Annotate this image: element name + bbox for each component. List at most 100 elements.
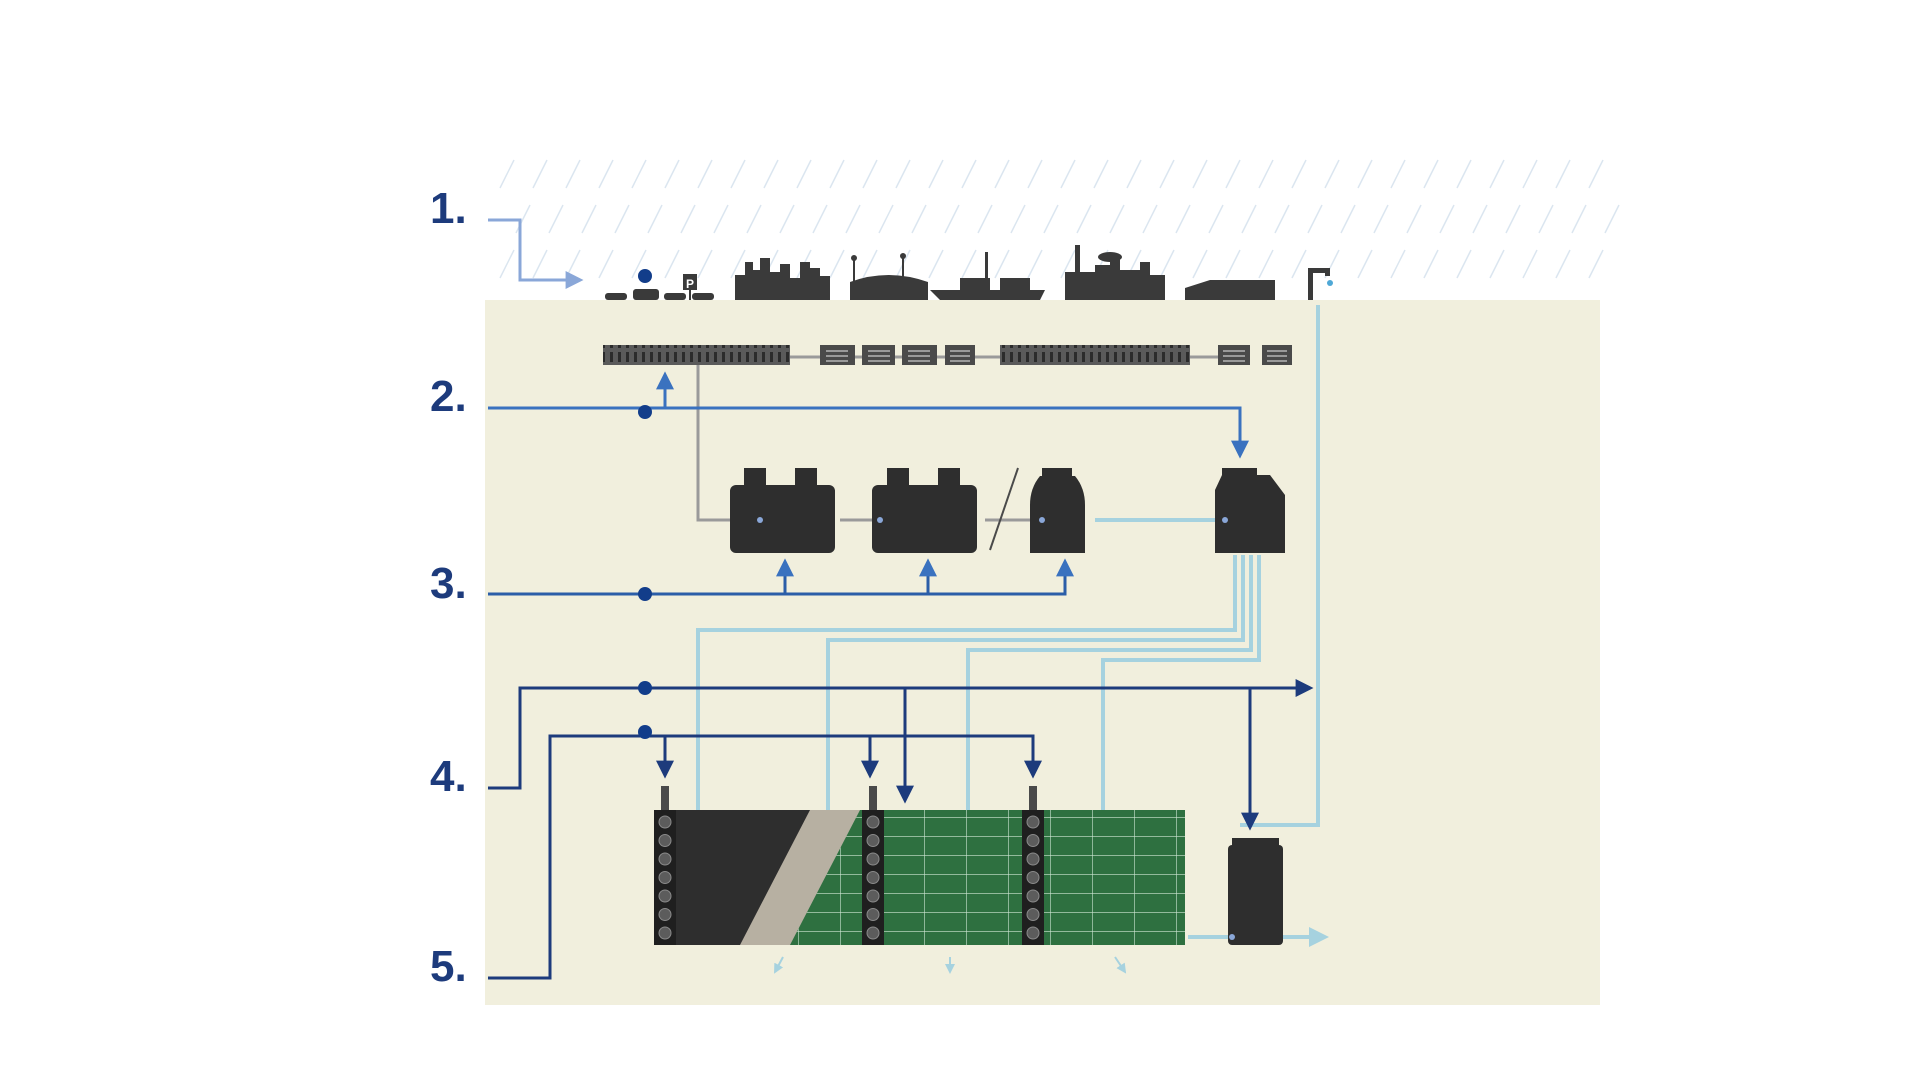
module-column-port — [658, 889, 672, 903]
rain-streak — [1340, 204, 1356, 234]
rain-streak — [730, 159, 746, 189]
module-column-riser — [1029, 786, 1037, 810]
rain-streak — [862, 249, 878, 279]
rain-streak — [944, 204, 960, 234]
step-1-dot — [638, 269, 652, 283]
rain-streak — [862, 159, 878, 189]
shaft-tank-icon — [1215, 468, 1285, 553]
rain-streak — [1538, 204, 1554, 234]
water-pipes — [696, 305, 1329, 947]
rain-streak — [1208, 204, 1224, 234]
rain-streak — [1225, 249, 1241, 279]
step-3-arrow — [488, 558, 1074, 596]
step-5-dot — [638, 725, 652, 739]
rain-streak — [1373, 204, 1389, 234]
rain-streak — [1423, 159, 1439, 189]
module-column-port — [1026, 834, 1040, 847]
rain-streak — [977, 204, 993, 234]
rain-streak — [763, 159, 779, 189]
module-column-port — [866, 852, 880, 866]
rain-streak — [746, 204, 762, 234]
rain-streak — [680, 204, 696, 234]
rain-streak — [911, 204, 927, 234]
industry-plant-icon — [1065, 245, 1165, 300]
step-1-arrow — [488, 218, 584, 289]
rain-streak — [1423, 249, 1439, 279]
rain-streak — [1472, 204, 1488, 234]
infiltration-arrows — [774, 956, 1127, 974]
rain-streak — [548, 204, 564, 234]
module-column-port — [1026, 871, 1040, 884]
rain-streak — [1027, 159, 1043, 189]
alternative-divider — [989, 467, 1019, 551]
rain-streak — [515, 204, 531, 234]
rain-streak — [1175, 204, 1191, 234]
rain-streak — [1060, 249, 1076, 279]
rain-streak — [1505, 204, 1521, 234]
rain-streak — [532, 159, 548, 189]
rain-streak — [961, 249, 977, 279]
rain-streak — [697, 159, 713, 189]
rain-streak — [1076, 204, 1092, 234]
rain-streak — [1126, 159, 1142, 189]
rain-streak — [1406, 204, 1422, 234]
rain-streak — [1225, 159, 1241, 189]
farm-building-icon — [1185, 280, 1275, 300]
rain-streak — [1043, 204, 1059, 234]
step-label-4: 4. — [430, 752, 467, 801]
rain-streak — [565, 159, 581, 189]
rain-streak — [994, 249, 1010, 279]
rain-streak — [1571, 204, 1587, 234]
step-2-dot — [638, 405, 652, 419]
rain-streak — [581, 204, 597, 234]
rain-streak — [1093, 159, 1109, 189]
infiltration-module-icon — [675, 810, 1185, 945]
step-2-arrow — [488, 371, 1249, 459]
rain-streak — [1258, 159, 1274, 189]
rain-streak — [1357, 159, 1373, 189]
rain-streak — [532, 249, 548, 279]
rain-streak — [829, 159, 845, 189]
rain-streak — [1109, 204, 1125, 234]
module-column-port — [866, 926, 880, 940]
rain-streak — [994, 159, 1010, 189]
stadium-icon — [850, 253, 928, 300]
rain-streak — [1390, 159, 1406, 189]
module-column-port — [866, 908, 880, 921]
rain-streak — [845, 204, 861, 234]
rain-streak — [1522, 159, 1538, 189]
rain-streak — [1522, 249, 1538, 279]
rain-streak — [1489, 159, 1505, 189]
module-column-port — [866, 871, 880, 884]
module-columns — [654, 786, 1044, 945]
rain-streak — [1489, 249, 1505, 279]
rain-streak — [1456, 159, 1472, 189]
rain-streak — [1555, 159, 1571, 189]
rain-streak — [1010, 204, 1026, 234]
rain-streak — [1555, 249, 1571, 279]
module-column-port — [658, 815, 672, 829]
rain-streak — [1027, 249, 1043, 279]
rain-streak — [1291, 159, 1307, 189]
rain-streak — [961, 159, 977, 189]
rain-streak — [878, 204, 894, 234]
rain-streak — [1588, 159, 1604, 189]
step-4-arrow — [488, 679, 1314, 831]
inspection-shaft-icon — [1228, 838, 1283, 945]
rain-streak — [1258, 249, 1274, 279]
module-column-port — [1026, 908, 1040, 921]
rain-streak — [1192, 249, 1208, 279]
step-4-dot — [638, 681, 652, 695]
rain-streak — [631, 249, 647, 279]
rain-streak — [1390, 249, 1406, 279]
rain-streak — [1241, 204, 1257, 234]
city-skyline-icon — [735, 258, 830, 300]
rain-streak — [812, 204, 828, 234]
rain-streak — [1060, 159, 1076, 189]
separator-tank-icon — [730, 468, 835, 553]
module-column-port — [658, 834, 672, 847]
step-3-dot — [638, 587, 652, 601]
ship-port-icon — [930, 252, 1045, 300]
module-column-riser — [869, 786, 877, 810]
